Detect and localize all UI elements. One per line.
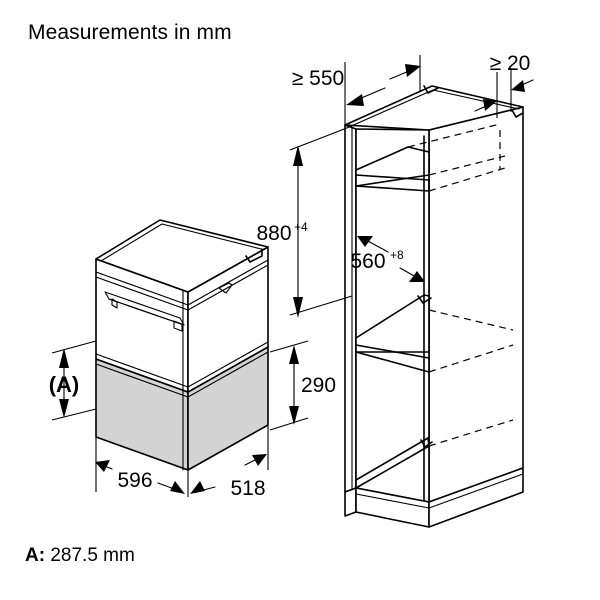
dimension-appliance-lower-height: 290 bbox=[269, 340, 336, 431]
cabinet-bottom-notch bbox=[420, 439, 433, 448]
niche-width-label: 560 bbox=[350, 250, 385, 273]
niche-width-tolerance: +8 bbox=[390, 248, 404, 262]
appliance-518-arrow-right bbox=[252, 454, 267, 466]
cabinet-middle-shelf-front bbox=[355, 344, 430, 359]
niche-depth-arrow-right bbox=[405, 64, 421, 77]
cabinet-hidden-rear-top bbox=[407, 123, 501, 148]
niche-height-label: 880 bbox=[256, 222, 291, 245]
appliance-door-handle-shadow bbox=[108, 298, 185, 326]
niche-depth-arrow-left bbox=[346, 94, 364, 106]
footer-label: A: bbox=[25, 545, 46, 566]
appliance-side-top-strip bbox=[187, 259, 269, 306]
appliance-290-arrow-bottom bbox=[289, 406, 299, 425]
cabinet-upper-shelf-edge bbox=[355, 185, 430, 192]
appliance-518-label: 518 bbox=[230, 477, 265, 500]
rear-gap-label: ≥ 20 bbox=[490, 52, 531, 75]
dimension-a-ext-top bbox=[51, 340, 97, 354]
dimension-a-arrow-top bbox=[59, 348, 69, 368]
niche-height-ext-top bbox=[289, 125, 353, 151]
page-title: Measurements in mm bbox=[28, 21, 232, 44]
cabinet-hidden-bottom-rear bbox=[428, 419, 514, 447]
niche-height-arrow-top bbox=[293, 145, 303, 166]
appliance-control-strip bbox=[95, 271, 189, 306]
niche-height-ext-bottom bbox=[289, 295, 353, 316]
footer-note: A: 287.5 mm bbox=[25, 545, 135, 567]
dimension-a-label: (A) bbox=[49, 372, 80, 397]
dimension-variable-a: (A) bbox=[49, 340, 97, 421]
cabinet-middle-shelf-notch bbox=[417, 295, 432, 304]
appliance-top-lip bbox=[100, 223, 262, 262]
cabinet-plinth-top-line bbox=[355, 473, 524, 509]
dimension-rear-gap: ≥ 20 bbox=[474, 52, 534, 118]
cabinet-hidden-midshelf-rear-1 bbox=[428, 309, 514, 331]
appliance-290-ext-bottom bbox=[269, 417, 309, 431]
cabinet-hidden-midshelf-rear-2 bbox=[428, 344, 514, 373]
rear-gap-arrow-left bbox=[483, 99, 497, 111]
dimension-appliance-depth: 518 bbox=[190, 425, 269, 500]
appliance-290-label: 290 bbox=[301, 374, 336, 397]
footer-value: 287.5 mm bbox=[50, 545, 135, 566]
dimension-niche-width: 560 +8 bbox=[350, 236, 425, 282]
appliance-596-arrow-right bbox=[170, 481, 185, 494]
cabinet-right-panel bbox=[428, 106, 524, 503]
dimension-appliance-width: 596 bbox=[95, 437, 189, 497]
cabinet-top-panel bbox=[344, 85, 524, 131]
dimension-niche-depth: ≥ 550 bbox=[292, 55, 421, 125]
cabinet-left-panel bbox=[344, 124, 357, 493]
appliance-side-bottom-edge bbox=[187, 341, 269, 388]
cabinet-top-rear-notch bbox=[423, 85, 439, 94]
appliance-control-strip-2 bbox=[95, 276, 189, 311]
cabinet-top-right-notch bbox=[511, 109, 524, 118]
niche-width-arrow-right bbox=[409, 271, 425, 282]
appliance-door-bottom-edge bbox=[95, 353, 189, 388]
cabinet-hidden-shelf-rear-2 bbox=[428, 167, 506, 192]
rear-gap-arrow-right bbox=[511, 80, 525, 92]
niche-width-arrow-left bbox=[357, 236, 373, 247]
dimension-a-arrow-bottom bbox=[59, 399, 69, 418]
niche-width-leader-left bbox=[365, 239, 389, 253]
niche-height-arrow-bottom bbox=[293, 297, 303, 318]
cabinet-middle-shelf-edge bbox=[355, 351, 430, 373]
appliance-596-arrow-left bbox=[95, 460, 110, 472]
appliance-290-ext-top bbox=[269, 340, 309, 353]
cabinet-drawing bbox=[344, 85, 524, 528]
appliance-rear-notch bbox=[245, 248, 263, 263]
appliance-drawing bbox=[95, 219, 269, 471]
appliance-side-top-strip-2 bbox=[187, 264, 269, 311]
appliance-518-arrow-left bbox=[190, 481, 205, 494]
appliance-596-label: 596 bbox=[117, 469, 152, 492]
appliance-side-recess bbox=[218, 282, 233, 294]
cabinet-plinth-front bbox=[344, 487, 357, 517]
appliance-290-arrow-top bbox=[289, 345, 299, 364]
cabinet-upper-shelf-front bbox=[355, 174, 430, 181]
niche-depth-label: ≥ 550 bbox=[292, 67, 344, 90]
dimension-niche-height: 880 +4 bbox=[256, 125, 353, 318]
appliance-base-top-edge bbox=[95, 351, 269, 398]
cabinet-hidden-shelf-rear-1 bbox=[428, 155, 506, 176]
dimension-a-ext-bottom bbox=[51, 408, 97, 421]
niche-width-leader-right bbox=[399, 267, 417, 278]
niche-height-tolerance: +4 bbox=[294, 220, 308, 234]
